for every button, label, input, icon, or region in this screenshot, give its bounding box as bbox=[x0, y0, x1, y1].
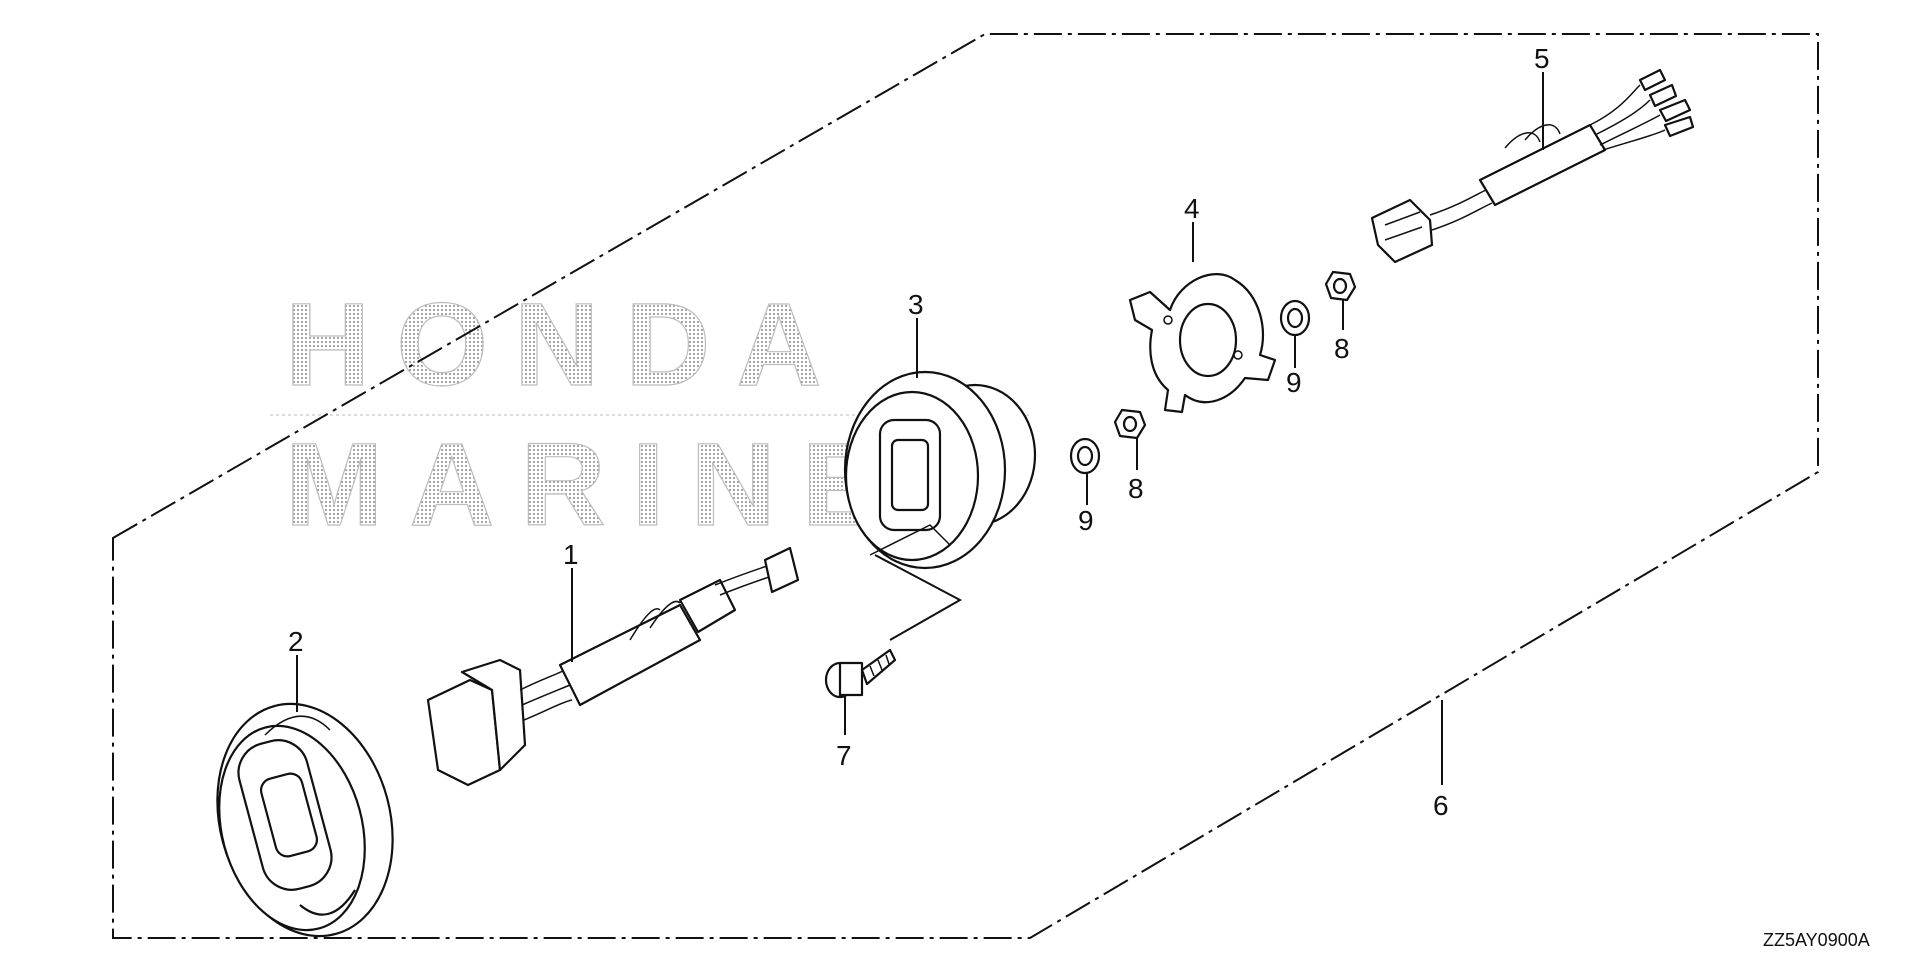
part-1-switch-harness bbox=[426, 546, 800, 787]
kit-boundary bbox=[112, 33, 1819, 939]
part-5-harness bbox=[1370, 68, 1695, 264]
callout-9-upper: 9 bbox=[1286, 367, 1302, 398]
part-7-screw bbox=[824, 648, 897, 699]
callout-5: 5 bbox=[1534, 43, 1550, 74]
nut-8-upper bbox=[1324, 270, 1357, 302]
callout-8-upper: 8 bbox=[1334, 333, 1350, 364]
part-2-cover bbox=[216, 702, 394, 938]
bracket-line bbox=[874, 554, 963, 641]
callout-9-lower: 9 bbox=[1078, 505, 1094, 536]
reference-code: ZZ5AY0900A bbox=[1763, 930, 1870, 950]
watermark-line1: HONDA bbox=[285, 279, 848, 411]
callout-6: 6 bbox=[1433, 790, 1449, 821]
callout-4: 4 bbox=[1184, 193, 1200, 224]
callouts: 1 2 3 4 5 6 7 8 9 8 9 bbox=[288, 43, 1550, 821]
callout-3: 3 bbox=[908, 289, 924, 320]
nut-8-lower bbox=[1113, 408, 1147, 440]
watermark: HONDA MARINE bbox=[270, 278, 1030, 552]
callout-8-lower: 8 bbox=[1128, 473, 1144, 504]
watermark-line2: MARINE bbox=[285, 419, 906, 551]
part-3-housing bbox=[843, 370, 1037, 570]
washer-9-lower bbox=[1069, 437, 1101, 475]
washer-9-upper bbox=[1279, 299, 1311, 337]
callout-7: 7 bbox=[836, 740, 852, 771]
leader-lines bbox=[296, 72, 1544, 785]
callout-1: 1 bbox=[563, 539, 579, 570]
callout-2: 2 bbox=[288, 626, 304, 657]
part-4-plate bbox=[1128, 273, 1277, 414]
